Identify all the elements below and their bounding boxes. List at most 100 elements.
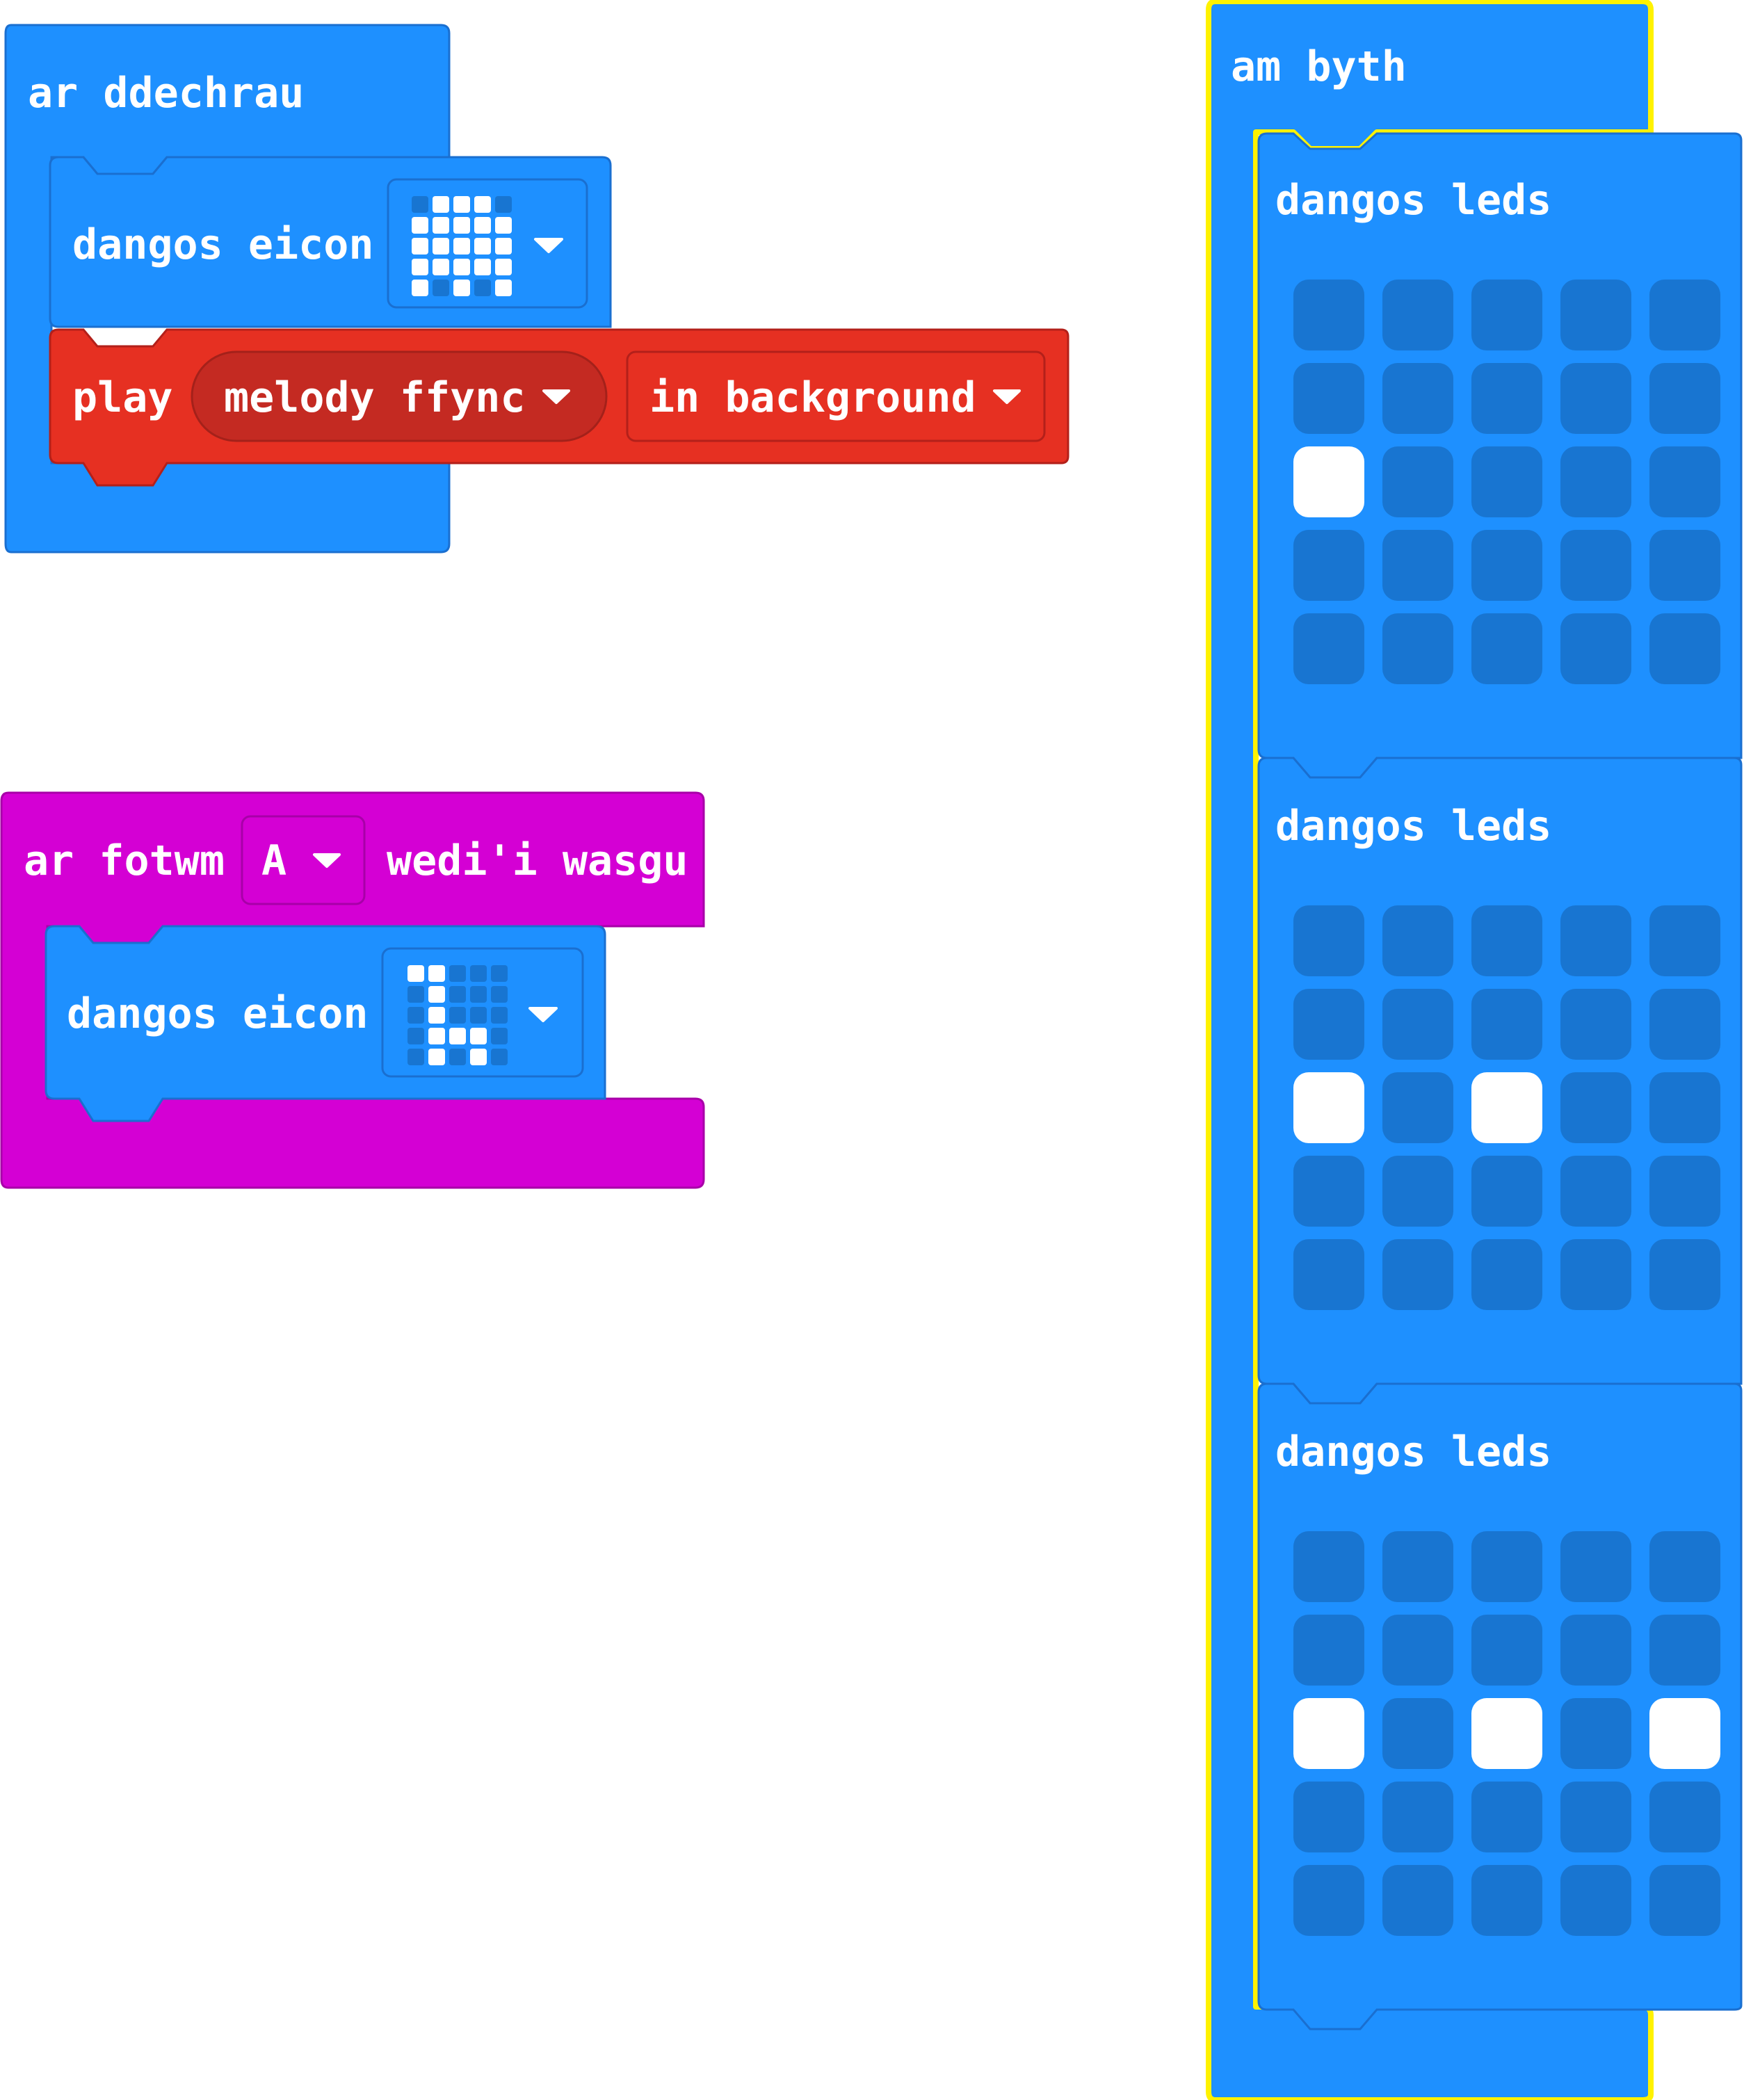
led-cell[interactable]: [1293, 1698, 1364, 1769]
led-cell[interactable]: [1649, 363, 1720, 434]
led-cell[interactable]: [1382, 446, 1453, 517]
led-cell[interactable]: [1649, 613, 1720, 684]
led-grid[interactable]: [1293, 280, 1720, 684]
icon-preview: [412, 196, 512, 296]
led-cell[interactable]: [1560, 1531, 1631, 1602]
show-leds-block[interactable]: dangos leds: [1257, 132, 1743, 779]
led-cell[interactable]: [1293, 1239, 1364, 1310]
led-cell[interactable]: [1471, 1782, 1542, 1852]
led-cell[interactable]: [1471, 989, 1542, 1060]
led-cell[interactable]: [1471, 1615, 1542, 1686]
led-cell[interactable]: [1382, 280, 1453, 350]
led-cell[interactable]: [1560, 989, 1631, 1060]
led-cell[interactable]: [1560, 1239, 1631, 1310]
led-cell[interactable]: [1560, 363, 1631, 434]
led-grid[interactable]: [1293, 1531, 1720, 1936]
led-cell[interactable]: [1649, 1072, 1720, 1143]
show-icon-block[interactable]: dangos eicon: [49, 156, 612, 328]
led-cell[interactable]: [1382, 363, 1453, 434]
led-cell[interactable]: [1382, 1615, 1453, 1686]
led-cell[interactable]: [1293, 446, 1364, 517]
chevron-down-icon: [313, 853, 341, 868]
icon-pixel: [428, 965, 445, 982]
show-icon-label: dangos eicon: [72, 220, 373, 269]
led-cell[interactable]: [1560, 1865, 1631, 1936]
led-cell[interactable]: [1293, 363, 1364, 434]
icon-pixel: [449, 986, 466, 1003]
led-cell[interactable]: [1293, 989, 1364, 1060]
led-cell[interactable]: [1649, 1615, 1720, 1686]
playback-mode-dropdown[interactable]: in background: [626, 350, 1046, 442]
icon-dropdown[interactable]: [387, 178, 588, 309]
on-button-pressed-block[interactable]: ar fotwm A wedi'i wasgu dangos eicon: [0, 791, 705, 1189]
led-cell[interactable]: [1560, 1698, 1631, 1769]
led-cell[interactable]: [1560, 280, 1631, 350]
led-cell[interactable]: [1382, 1782, 1453, 1852]
led-cell[interactable]: [1560, 905, 1631, 976]
play-melody-block[interactable]: play melody ffync in background: [49, 328, 1069, 487]
led-cell[interactable]: [1471, 363, 1542, 434]
led-cell[interactable]: [1293, 1072, 1364, 1143]
show-leds-block[interactable]: dangos leds: [1257, 757, 1743, 1405]
led-cell[interactable]: [1649, 280, 1720, 350]
led-grid[interactable]: [1293, 905, 1720, 1310]
on-start-block[interactable]: ar ddechrau dangos eicon play melody ffy…: [4, 24, 1069, 554]
led-cell[interactable]: [1649, 1156, 1720, 1227]
led-cell[interactable]: [1382, 1698, 1453, 1769]
led-cell[interactable]: [1560, 530, 1631, 601]
led-cell[interactable]: [1382, 1156, 1453, 1227]
led-cell[interactable]: [1471, 1865, 1542, 1936]
led-cell[interactable]: [1471, 613, 1542, 684]
led-cell[interactable]: [1471, 1239, 1542, 1310]
icon-dropdown[interactable]: [381, 947, 584, 1078]
melody-dropdown[interactable]: melody ffync: [191, 350, 608, 442]
led-cell[interactable]: [1649, 446, 1720, 517]
led-cell[interactable]: [1649, 1865, 1720, 1936]
led-cell[interactable]: [1560, 1156, 1631, 1227]
led-cell[interactable]: [1649, 1239, 1720, 1310]
led-cell[interactable]: [1471, 530, 1542, 601]
led-cell[interactable]: [1471, 1156, 1542, 1227]
led-cell[interactable]: [1560, 1782, 1631, 1852]
led-cell[interactable]: [1293, 530, 1364, 601]
led-cell[interactable]: [1471, 1531, 1542, 1602]
led-cell[interactable]: [1471, 905, 1542, 976]
led-cell[interactable]: [1560, 1072, 1631, 1143]
led-cell[interactable]: [1293, 1615, 1364, 1686]
led-cell[interactable]: [1293, 1782, 1364, 1852]
led-cell[interactable]: [1382, 530, 1453, 601]
led-cell[interactable]: [1293, 280, 1364, 350]
led-cell[interactable]: [1293, 1531, 1364, 1602]
led-cell[interactable]: [1382, 1531, 1453, 1602]
led-cell[interactable]: [1649, 905, 1720, 976]
led-cell[interactable]: [1382, 1072, 1453, 1143]
led-cell[interactable]: [1382, 1865, 1453, 1936]
led-cell[interactable]: [1560, 1615, 1631, 1686]
led-cell[interactable]: [1293, 1865, 1364, 1936]
led-cell[interactable]: [1293, 1156, 1364, 1227]
show-icon-block[interactable]: dangos eicon: [45, 925, 606, 1122]
led-cell[interactable]: [1560, 446, 1631, 517]
led-cell[interactable]: [1382, 989, 1453, 1060]
led-cell[interactable]: [1471, 280, 1542, 350]
forever-block[interactable]: am byth dangos leds dangos leds dangos l…: [1206, 0, 1743, 2100]
show-leds-block[interactable]: dangos leds: [1257, 1382, 1743, 2030]
led-cell[interactable]: [1560, 613, 1631, 684]
led-cell[interactable]: [1649, 530, 1720, 601]
led-cell[interactable]: [1649, 989, 1720, 1060]
led-cell[interactable]: [1382, 1239, 1453, 1310]
on-button-pressed-block-body[interactable]: [0, 791, 705, 1189]
forever-block-body[interactable]: [1206, 0, 1654, 2100]
led-cell[interactable]: [1649, 1531, 1720, 1602]
led-cell[interactable]: [1471, 446, 1542, 517]
led-cell[interactable]: [1649, 1782, 1720, 1852]
led-cell[interactable]: [1293, 613, 1364, 684]
led-cell[interactable]: [1471, 1698, 1542, 1769]
led-cell[interactable]: [1471, 1072, 1542, 1143]
led-cell[interactable]: [1382, 613, 1453, 684]
led-cell[interactable]: [1649, 1698, 1720, 1769]
led-cell[interactable]: [1382, 905, 1453, 976]
led-cell[interactable]: [1293, 905, 1364, 976]
button-dropdown[interactable]: A: [241, 815, 366, 905]
